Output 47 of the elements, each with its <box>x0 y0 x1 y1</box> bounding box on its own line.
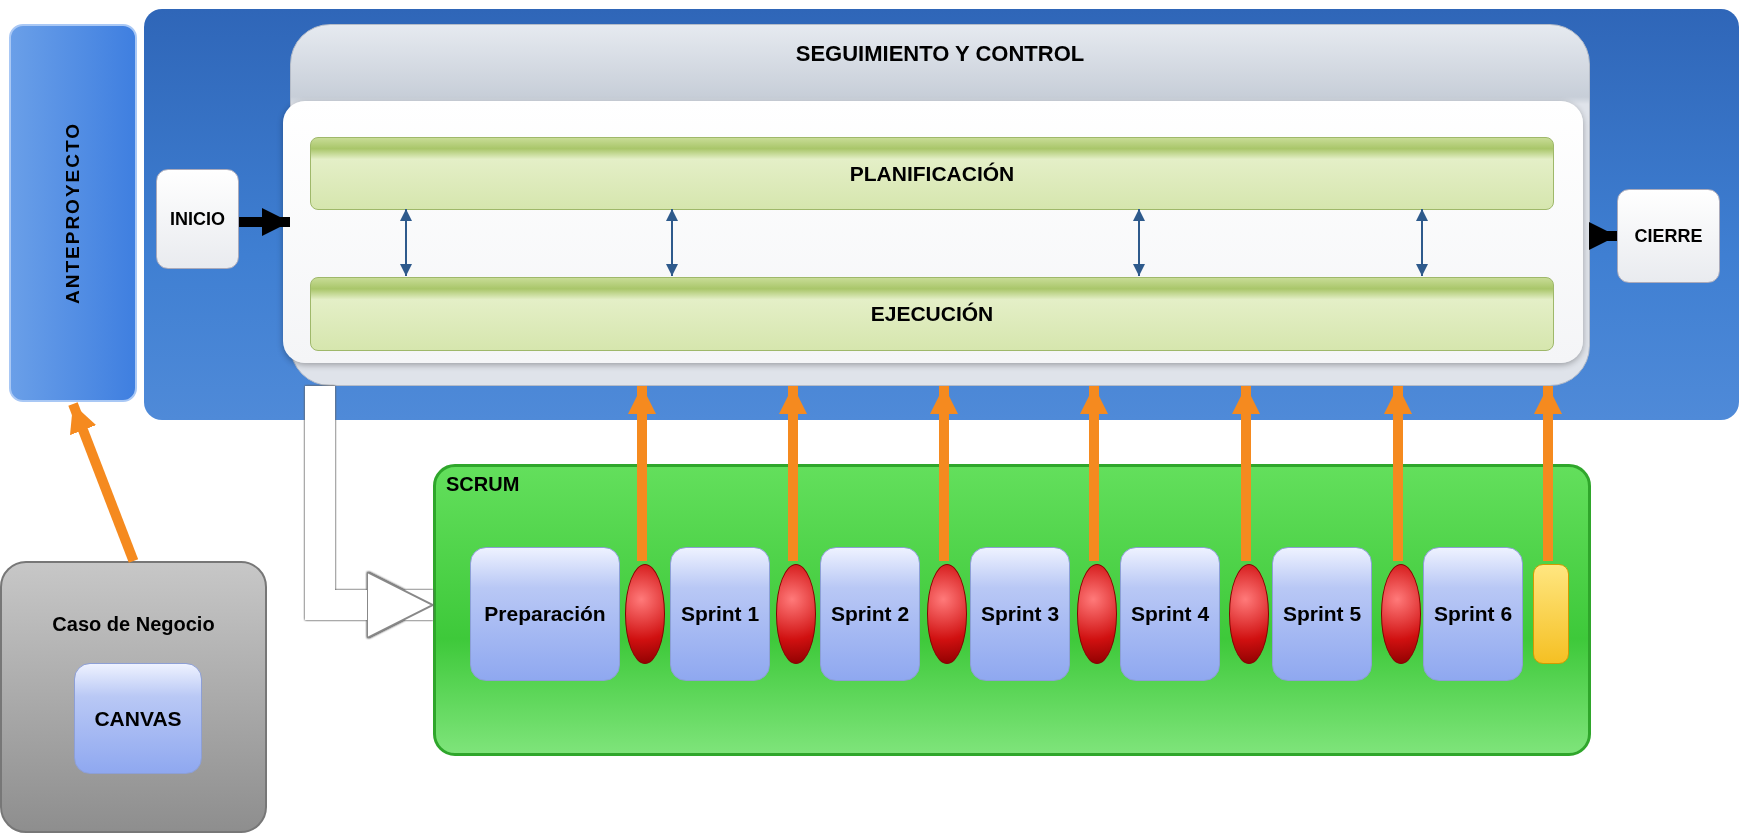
stage-box <box>156 169 239 269</box>
stage-box <box>74 663 202 774</box>
phase-bar <box>310 137 1554 210</box>
stage-box <box>1617 189 1720 283</box>
stage-box <box>670 547 770 681</box>
stage-label: EJECUCIÓN <box>870 302 994 326</box>
group-label: SCRUM <box>446 473 520 496</box>
arrow <box>1534 386 1562 561</box>
arrow <box>930 386 958 561</box>
stage-label: Sprint 4 <box>1130 602 1210 626</box>
stage-label: INICIO <box>170 208 225 230</box>
stage-label: PLANIFICACIÓN <box>849 161 1015 186</box>
phase-band <box>9 24 137 402</box>
business-case-card <box>0 561 267 833</box>
phase-bar <box>310 277 1554 351</box>
stage-box <box>1120 547 1220 681</box>
double-arrow <box>400 208 412 277</box>
stage-label: Preparación <box>484 602 606 626</box>
double-arrow <box>1416 208 1428 277</box>
block-arrow <box>305 386 434 639</box>
stage-label: Sprint 5 <box>1282 602 1362 626</box>
double-arrow <box>666 208 678 277</box>
arrow <box>1589 222 1617 250</box>
arrow <box>239 208 290 236</box>
arrow <box>628 386 656 561</box>
stage-label: Sprint 1 <box>680 602 760 626</box>
stage-label: Sprint 2 <box>830 602 910 626</box>
stage-box <box>1423 547 1523 681</box>
arrow <box>1080 386 1108 561</box>
card-title: Caso de Negocio <box>52 613 215 636</box>
end-marker <box>1533 564 1569 664</box>
arrow <box>1232 386 1260 561</box>
phase-label: ANTEPROYECTO <box>62 122 84 304</box>
panel-title: SEGUIMIENTO Y CONTROL <box>795 41 1085 67</box>
double-arrow <box>1133 208 1145 277</box>
arrow <box>68 402 139 563</box>
arrow <box>779 386 807 561</box>
stage-label: CIERRE <box>1634 225 1703 247</box>
scrum-panel <box>433 464 1591 756</box>
stage-box <box>470 547 620 681</box>
stage-box <box>820 547 920 681</box>
stage-box <box>970 547 1070 681</box>
stage-label: Sprint 6 <box>1433 602 1513 626</box>
stage-label: CANVAS <box>94 706 182 731</box>
stage-box <box>1272 547 1372 681</box>
arrow <box>1384 386 1412 561</box>
stage-label: Sprint 3 <box>980 602 1060 626</box>
